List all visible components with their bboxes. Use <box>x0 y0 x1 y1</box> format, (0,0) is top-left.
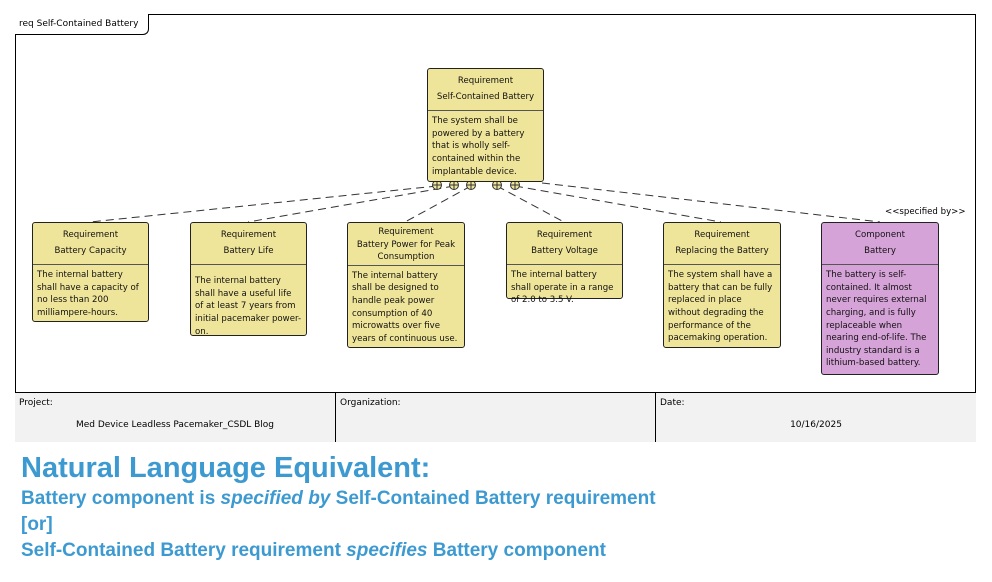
requirement-text: The system shall be powered by a battery… <box>432 116 525 177</box>
containment-line-power <box>404 185 472 223</box>
requirement-name: Replacing the Battery <box>675 245 769 256</box>
requirement-name: Battery Life <box>223 245 274 256</box>
date-value: 10/16/2025 <box>790 420 842 430</box>
stereotype: Component <box>855 230 905 240</box>
stereotype: Requirement <box>694 230 750 240</box>
relationship-lines <box>89 180 881 223</box>
emphasis: specified by <box>220 488 331 509</box>
stereotype: Requirement <box>378 227 434 237</box>
diagram-footer: Project: Med Device Leadless Pacemaker_C… <box>15 392 976 442</box>
stereotype: Requirement <box>62 230 119 240</box>
stereotype: Requirement <box>457 76 514 86</box>
natural-language-title: Natural Language Equivalent: <box>21 452 431 484</box>
requirement-name: Battery Power for Peak Consumption <box>356 239 456 263</box>
natural-language-section: Natural Language Equivalent: Battery com… <box>21 450 656 564</box>
requirement-text: The system shall have a battery that can… <box>668 270 773 344</box>
date-label: Date: <box>660 398 685 408</box>
containment-line-life <box>247 185 455 223</box>
requirement-name: Self-Contained Battery <box>436 91 535 102</box>
project-cell: Project: Med Device Leadless Pacemaker_C… <box>15 393 336 442</box>
specified-by-label: <<specified by>> <box>885 207 966 217</box>
containment-icon <box>449 180 459 190</box>
project-label: Project: <box>19 398 53 408</box>
stereotype: Requirement <box>536 230 593 240</box>
text: Battery component is <box>21 488 221 509</box>
text: Self-Contained Battery requirement <box>330 488 656 509</box>
requirement-text: The internal battery shall have a capaci… <box>37 270 139 318</box>
natural-language-line-3: Self-Contained Battery requirement speci… <box>21 538 656 564</box>
natural-language-line-1: Battery component is specified by Self-C… <box>21 486 656 512</box>
stereotype: Requirement <box>220 230 277 240</box>
text: Self-Contained Battery requirement <box>21 540 347 561</box>
containment-icon <box>432 180 442 190</box>
natural-language-line-2: [or] <box>21 514 53 535</box>
emphasis: specifies <box>346 540 428 561</box>
text: Battery component <box>427 540 606 561</box>
component-text: The battery is self-contained. It almost… <box>826 270 927 369</box>
specified-by-line <box>541 182 881 223</box>
organization-cell: Organization: <box>336 393 656 442</box>
organization-label: Organization: <box>340 398 401 408</box>
component-name: Battery <box>864 245 896 256</box>
requirement-text: The internal battery shall have a useful… <box>195 276 302 337</box>
requirement-text: The internal battery shall be designed t… <box>352 270 458 344</box>
requirement-name: Battery Voltage <box>531 245 598 256</box>
containment-line-voltage <box>496 185 565 223</box>
diagram-title: req Self-Contained Battery <box>15 14 150 35</box>
requirement-text: The internal battery shall operate in a … <box>511 270 614 306</box>
requirement-name: Battery Capacity <box>54 245 127 256</box>
project-value: Med Device Leadless Pacemaker_CSDL Blog <box>75 420 275 430</box>
date-cell: Date: 10/16/2025 <box>656 393 976 442</box>
containment-line-capacity <box>89 185 438 223</box>
containment-line-replacing <box>514 185 722 223</box>
